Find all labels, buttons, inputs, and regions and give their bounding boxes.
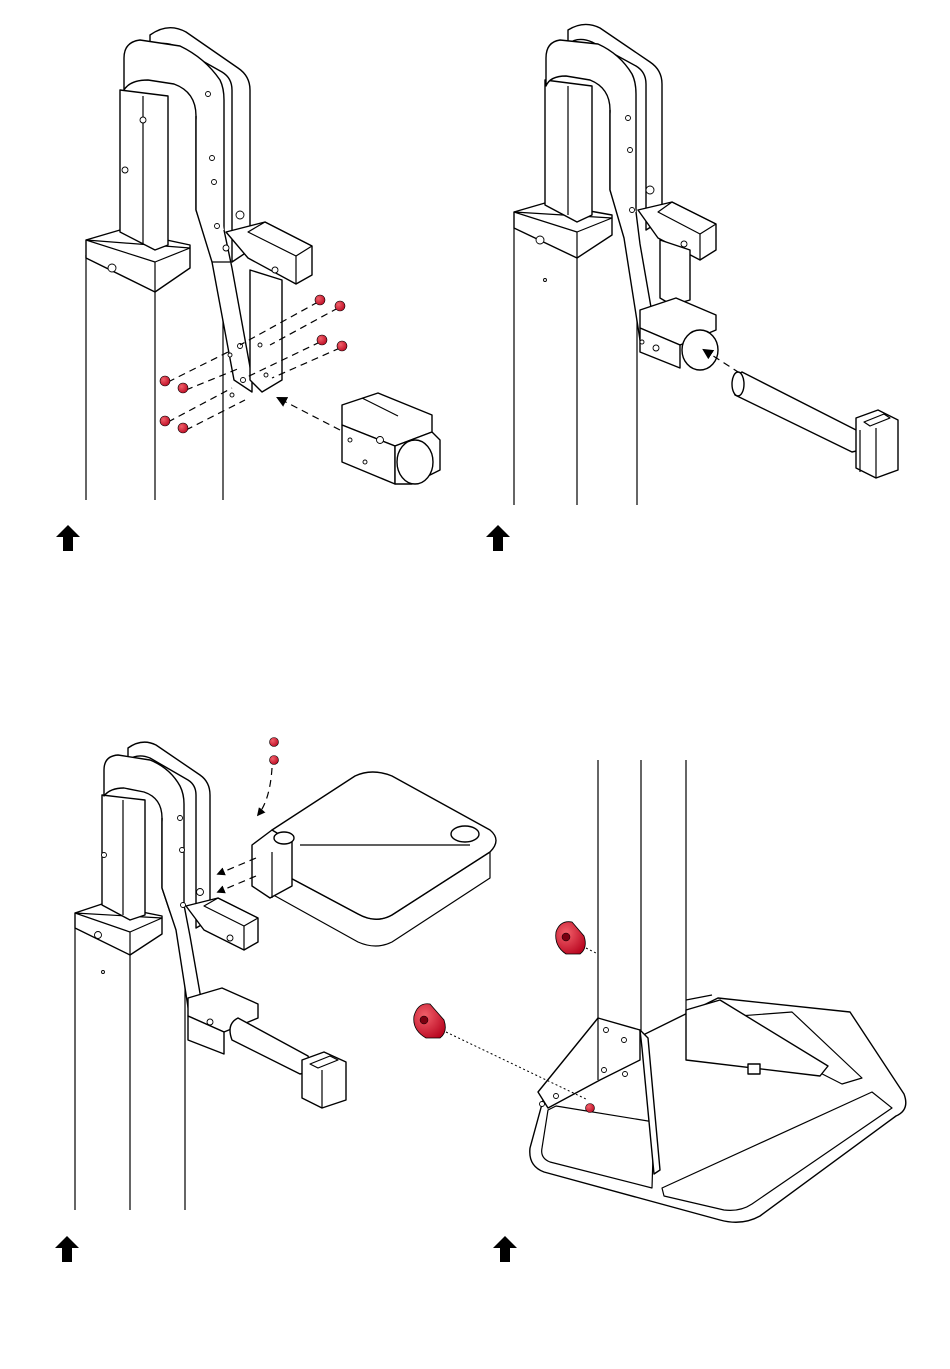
tray bbox=[268, 772, 496, 946]
up-arrow-icon bbox=[55, 1236, 79, 1262]
screw-icon bbox=[586, 1104, 595, 1113]
step-2-panel bbox=[486, 24, 898, 551]
up-arrow-icon bbox=[493, 1236, 517, 1262]
step-1-panel bbox=[56, 28, 440, 551]
screw-icon bbox=[270, 738, 279, 765]
tray-mount bbox=[252, 830, 294, 898]
tube-arm bbox=[732, 372, 862, 452]
caster-foot-upper bbox=[556, 922, 598, 954]
tube-arm bbox=[230, 1018, 310, 1074]
mounting-bracket bbox=[640, 298, 718, 370]
step-3-panel bbox=[55, 738, 496, 1263]
side-plate bbox=[660, 240, 690, 305]
up-arrow-icon bbox=[56, 525, 80, 551]
mounting-bracket bbox=[342, 393, 440, 484]
holder-clip bbox=[856, 410, 898, 478]
holder-clip bbox=[302, 1052, 346, 1108]
up-arrow-icon bbox=[486, 525, 510, 551]
